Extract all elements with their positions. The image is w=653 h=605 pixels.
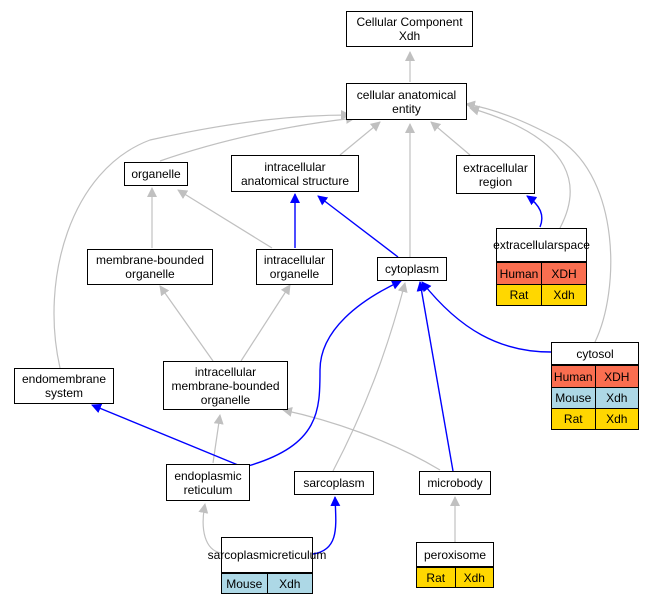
- node-label: peroxisome: [423, 547, 487, 562]
- node-label: Xdh: [398, 29, 421, 43]
- node-head: peroxisome: [417, 543, 493, 567]
- node-extracellular-space[interactable]: extracellularspace Human XDH Rat Xdh: [493, 228, 590, 306]
- node-label: membrane-bounded: [95, 253, 205, 267]
- edge-ems-cae: [53, 110, 351, 369]
- species-cell: Rat: [497, 285, 541, 305]
- node-label: extracellular: [493, 238, 558, 252]
- edge-er-cytoplasm: [247, 280, 402, 467]
- node-label: cellular anatomical: [356, 87, 457, 102]
- node-sarcoplasm[interactable]: sarcoplasm: [294, 471, 374, 495]
- gene-row: Mouse Xdh: [222, 573, 312, 593]
- edge-cytoplasm-ias: [317, 195, 399, 258]
- edge-ecr-cae: [430, 121, 471, 156]
- node-label: endomembrane: [21, 372, 107, 386]
- node-label: organelle: [125, 267, 175, 281]
- node-label: reticulum: [183, 482, 233, 497]
- node-microbody[interactable]: microbody: [419, 471, 491, 495]
- species-cell: Human: [552, 366, 595, 387]
- node-label: intracellular: [264, 159, 326, 174]
- node-label: Cellular Component: [356, 15, 463, 29]
- node-label: entity: [392, 101, 421, 116]
- gene-row: Mouse Xdh: [552, 387, 638, 408]
- edge-sr-sarcoplasm: [312, 496, 341, 555]
- node-label: organelle: [200, 392, 251, 407]
- edge-ecs-ecr: [526, 195, 543, 228]
- edge-io-organelle: [177, 189, 273, 249]
- gene-cell: Xdh: [454, 568, 493, 587]
- species-cell: Rat: [552, 409, 595, 429]
- edge-microbody-cytoplasm: [416, 281, 454, 472]
- gene-row: Rat Xdh: [552, 408, 638, 429]
- node-label: organelle: [269, 267, 320, 281]
- node-organelle[interactable]: organelle: [124, 162, 188, 186]
- gene-row: Human XDH: [552, 365, 638, 387]
- node-label: extracellular: [463, 160, 528, 175]
- node-label: anatomical structure: [240, 173, 350, 188]
- edge-er-ems: [91, 403, 239, 466]
- node-label: microbody: [427, 476, 483, 490]
- node-label: intracellular: [194, 364, 257, 379]
- node-label: cytosol: [576, 346, 614, 361]
- node-label: cytoplasm: [384, 262, 440, 276]
- node-label: region: [478, 174, 513, 189]
- node-label: system: [44, 386, 83, 400]
- edge-imbo-io: [240, 284, 291, 362]
- gene-cell: XDH: [541, 263, 586, 284]
- node-head: cytosol: [552, 343, 638, 365]
- edge-cytosol-cae: [465, 100, 612, 343]
- node-label: membrane-bounded: [171, 378, 280, 393]
- edge-cytosol-cytoplasm: [421, 281, 552, 353]
- gene-row: Human XDH: [497, 262, 586, 284]
- species-cell: Rat: [417, 568, 455, 587]
- gene-cell: XDH: [594, 366, 638, 387]
- gene-cell: Xdh: [266, 574, 312, 593]
- node-label: intracellular: [263, 253, 326, 267]
- edge-sr-er: [198, 503, 222, 554]
- node-label: sarcoplasm: [303, 476, 365, 490]
- node-label: reticulum: [277, 548, 327, 562]
- gene-cell: Xdh: [541, 285, 586, 305]
- node-head: extracellularspace: [493, 229, 590, 262]
- node-label: space: [557, 238, 590, 252]
- node-label: sarcoplasmic: [207, 548, 278, 562]
- edge-imbo-mbo: [159, 285, 214, 362]
- gene-row: Rat Xdh: [497, 284, 586, 305]
- species-cell: Mouse: [222, 574, 267, 593]
- gene-cell: Xdh: [594, 388, 638, 408]
- edge-organelle-cae: [159, 113, 356, 162]
- species-cell: Human: [497, 263, 541, 284]
- gene-cell: Xdh: [594, 409, 638, 429]
- node-cytoplasm[interactable]: cytoplasm: [377, 257, 447, 281]
- node-head: sarcoplasmicreticulum: [208, 538, 326, 573]
- node-cytosol[interactable]: cytosol Human XDH Mouse Xdh Rat Xdh: [551, 342, 639, 430]
- edge-sarcoplasm-cytoplasm: [332, 282, 408, 472]
- species-cell: Mouse: [552, 388, 595, 408]
- edge-ias-cae: [339, 121, 381, 156]
- edge-microbody-imbo: [282, 406, 441, 471]
- node-label: organelle: [131, 167, 181, 181]
- node-peroxisome[interactable]: peroxisome Rat Xdh: [416, 542, 494, 588]
- node-label: endoplasmic: [174, 468, 242, 483]
- gene-row: Rat Xdh: [417, 567, 493, 587]
- node-sarcoplasmic-reticulum[interactable]: sarcoplasmicreticulum Mouse Xdh: [208, 537, 326, 594]
- edge-ecs-cae: [469, 105, 571, 229]
